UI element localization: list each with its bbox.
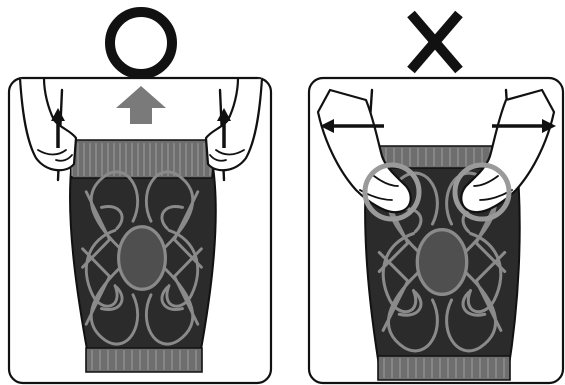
cross-icon xyxy=(411,14,459,70)
sleeve-bottom-band-wrong xyxy=(378,356,510,380)
sleeve-bottom-band xyxy=(86,348,202,372)
correct-panel xyxy=(9,12,271,383)
sleeve-top-band xyxy=(66,140,216,178)
knee-sleeve xyxy=(66,140,216,372)
circle-icon xyxy=(110,12,172,74)
incorrect-panel xyxy=(309,14,563,383)
